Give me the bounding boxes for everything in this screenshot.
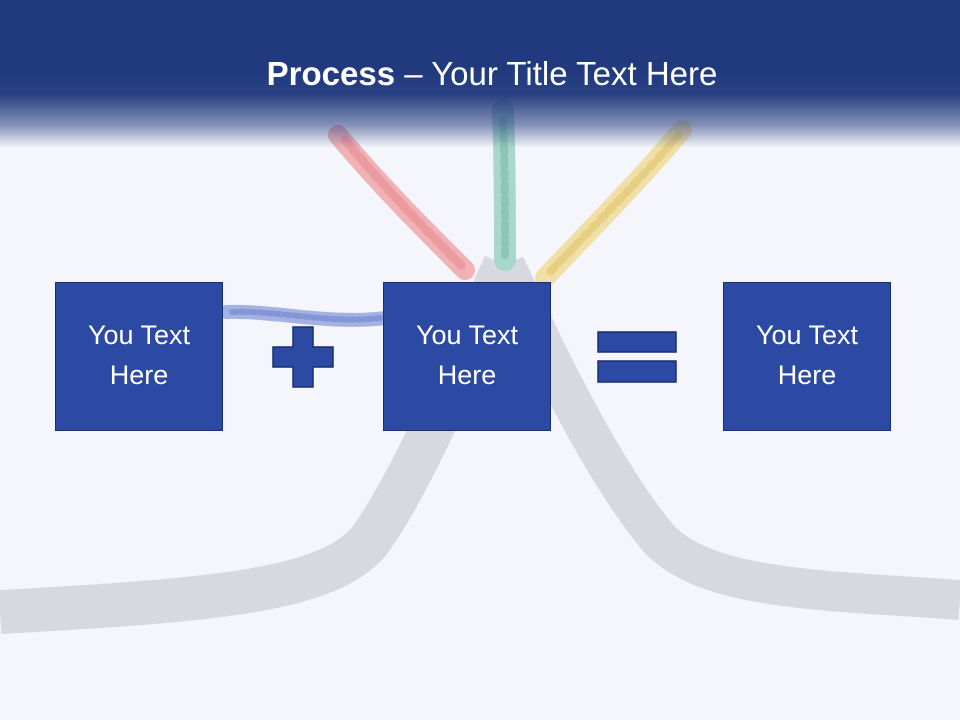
header-band [0,0,960,148]
equals-icon [597,331,677,383]
process-box-2-label: You Text Here [415,319,519,390]
process-box-1[interactable]: You Text Here [55,282,223,431]
process-box-3-label: You Text Here [755,319,859,390]
process-box-2[interactable]: You Text Here [383,282,551,431]
process-box-1-label: You Text Here [87,319,191,390]
title-rest: – Your Title Text Here [395,55,718,92]
title-bold-part: Process [266,55,396,92]
plus-icon [272,326,334,388]
process-box-3[interactable]: You Text Here [723,282,891,431]
slide-title[interactable]: Process – Your Title Text Here [0,52,960,96]
